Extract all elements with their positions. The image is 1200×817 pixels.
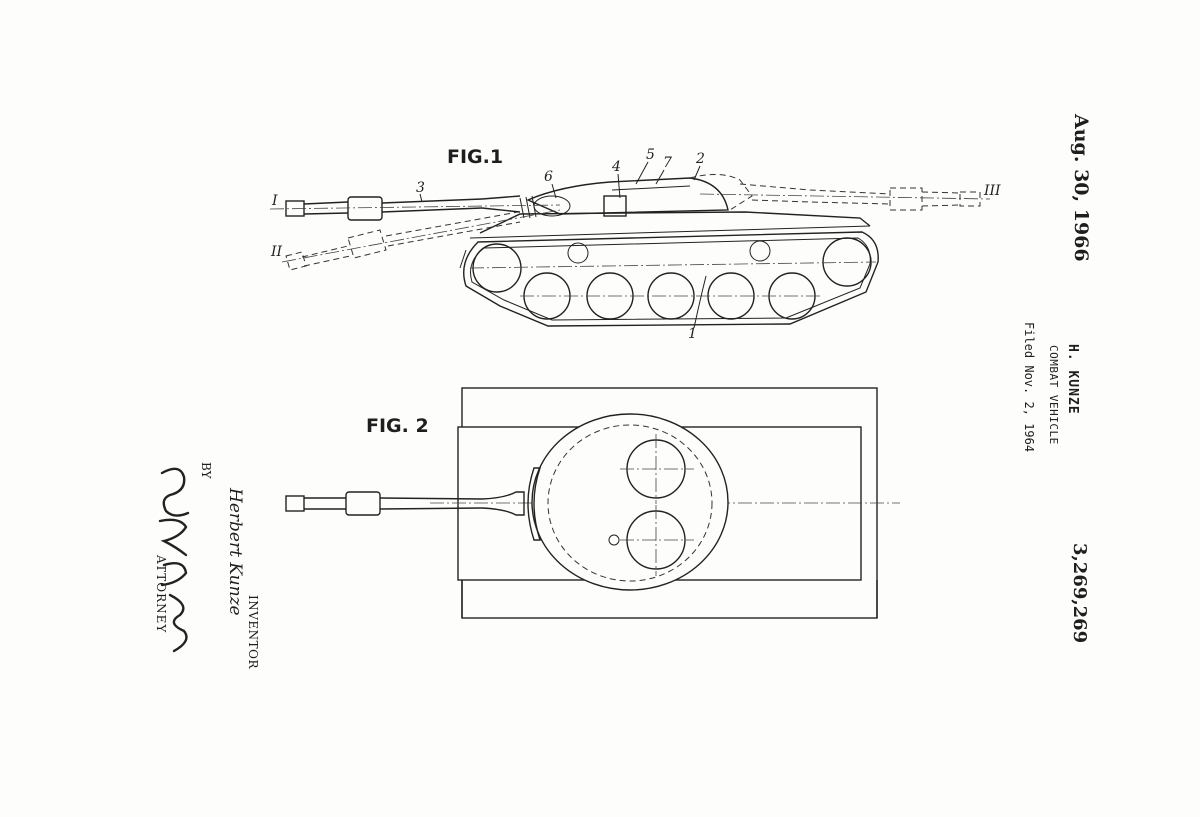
track-front-tip: [459, 249, 467, 269]
wheel-centerline: [469, 261, 877, 269]
attorney-signature-mark: [158, 467, 190, 653]
gun-position-label-ii: II: [270, 244, 283, 260]
road-wheels: [472, 237, 872, 320]
gun-position-label-i: I: [271, 193, 278, 209]
inventor-name: H. KUNZE: [1065, 344, 1080, 415]
gun-barrel-position-ii: [281, 209, 561, 271]
mantlet: [533, 195, 571, 217]
fig2-title: FIG. 2: [366, 415, 429, 437]
inventor-label: INVENTOR: [246, 595, 260, 670]
ref-numeral-6: 6: [544, 169, 553, 185]
gun-barrel-plan: [285, 491, 525, 516]
ref-numeral-2: 2: [695, 151, 705, 167]
track-fender-line: [469, 225, 871, 239]
filed-date: Filed Nov. 2, 1964: [1022, 322, 1036, 453]
drive-sprocket: [822, 237, 872, 287]
turret-rear-hidden: [689, 174, 753, 211]
fig2-top-view: FIG. 2: [285, 387, 900, 619]
periscope: [608, 534, 620, 546]
return-roller: [749, 240, 771, 262]
gun-position-label-iii: III: [983, 183, 1001, 199]
track-outline: [463, 231, 879, 327]
ref-numeral-3: 3: [416, 180, 425, 196]
invention-title: COMBAT VEHICLE: [1047, 345, 1060, 445]
patent-number: 3,269,269: [1069, 543, 1090, 644]
turret-ring-hidden: [547, 424, 713, 582]
turret-roof-line: [611, 185, 691, 191]
turret-plan: [531, 413, 729, 591]
ref-numeral-7: 7: [663, 155, 672, 171]
gun-barrel-position-i: [269, 195, 561, 221]
inventor-signature: Herbert Kunze: [225, 488, 245, 616]
fig1-side-view: FIG.1: [269, 146, 1001, 342]
hull-outline: [479, 211, 871, 234]
ref-numeral-1: 1: [688, 326, 697, 342]
mantlet-plan: [527, 467, 541, 541]
track-inner-line: [470, 237, 871, 321]
return-roller: [567, 242, 589, 264]
fig1-title: FIG.1: [447, 146, 503, 168]
gun-breech: [603, 195, 627, 217]
gun-barrel-position-iii: [699, 183, 991, 211]
ref-numeral-4: 4: [611, 159, 621, 175]
patent-date: Aug. 30, 1966: [1070, 114, 1092, 262]
turret-outline: [526, 177, 729, 215]
ref-numeral-5: 5: [646, 147, 655, 163]
